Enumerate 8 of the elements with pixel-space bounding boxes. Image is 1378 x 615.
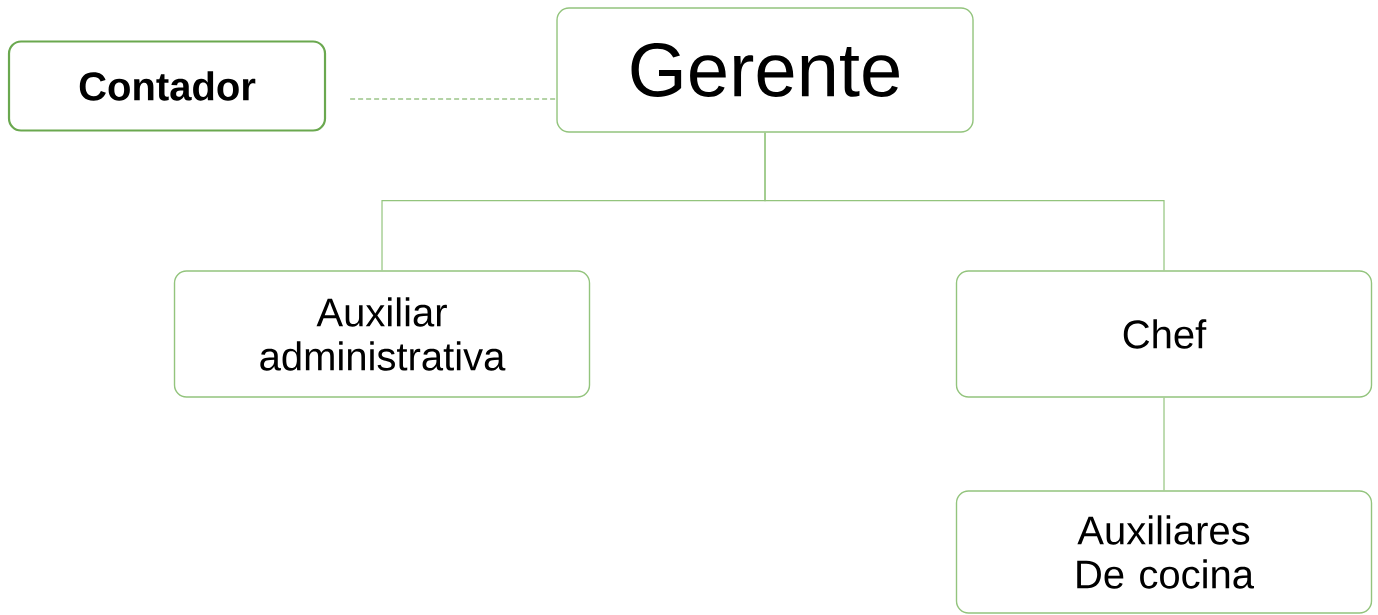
org-box: Gerente: [556, 7, 974, 133]
connector-line: [349, 98, 557, 100]
connector-line: [764, 132, 1165, 271]
connector-line: [1163, 397, 1165, 491]
org-box: Chef: [955, 270, 1373, 398]
org-box: Contador: [7, 40, 327, 132]
org-box: Auxiliar administrativa: [173, 270, 591, 398]
org-box: Auxiliares De cocina: [955, 490, 1373, 614]
